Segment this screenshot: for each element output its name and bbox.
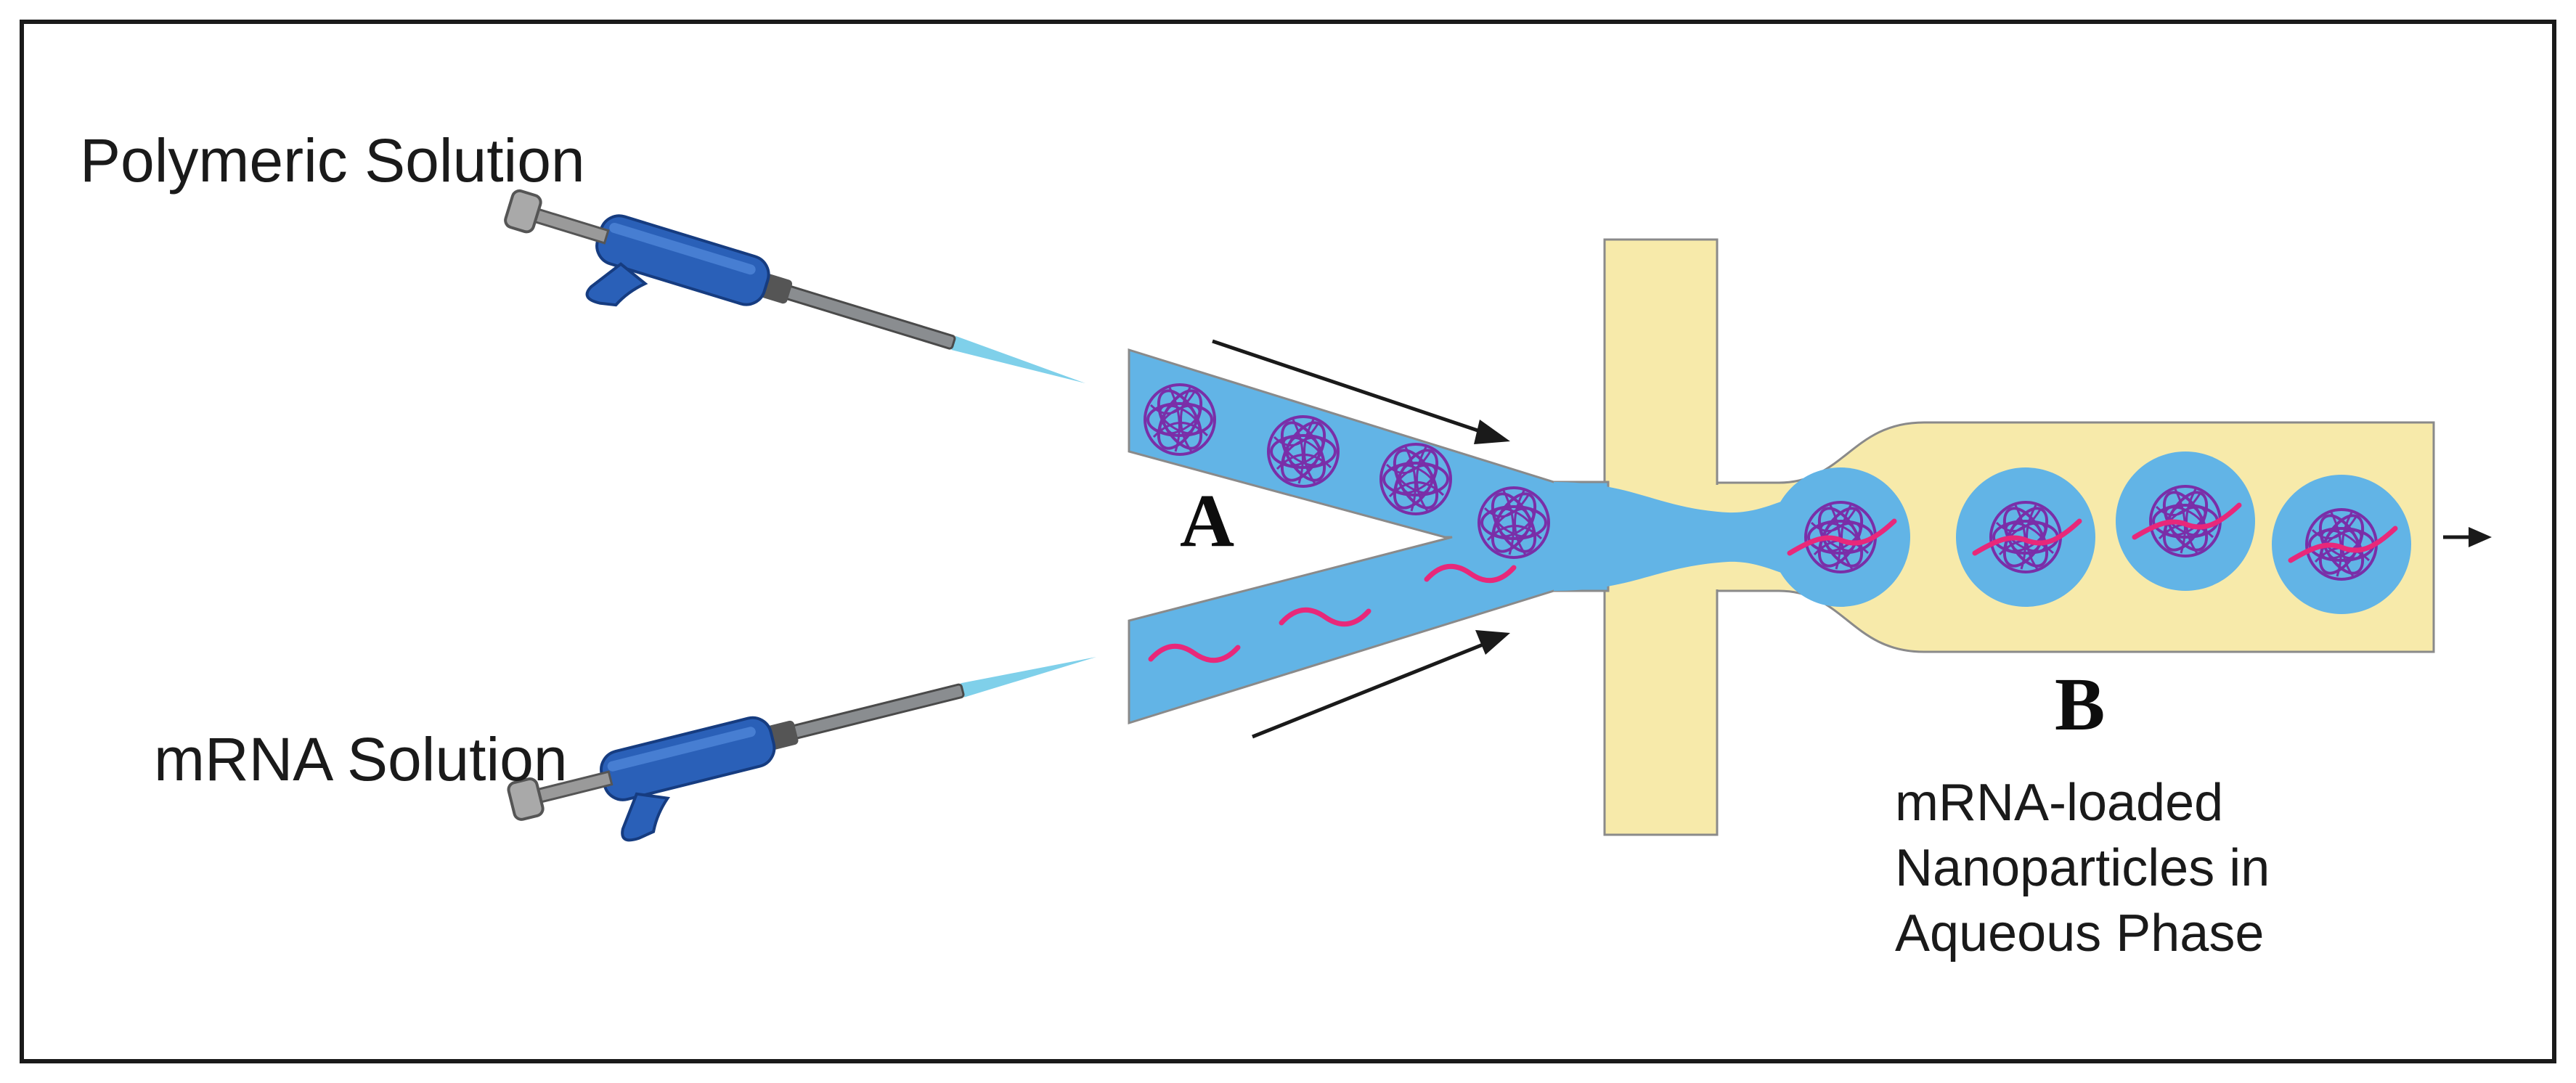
flow-arrow-lower <box>1252 630 1510 739</box>
organic-inlet-channels <box>1128 348 1610 725</box>
polymeric-solution-label: Polymeric Solution <box>80 126 585 195</box>
nanoparticle-icon <box>2272 475 2411 614</box>
output-label-line1: mRNA-loaded <box>1895 774 2223 832</box>
focused-stream <box>1554 482 1830 591</box>
flow-arrow-outlet <box>2443 527 2492 547</box>
point-a-label: A <box>1180 479 1234 563</box>
output-label-line2: Nanoparticles in <box>1895 839 2270 897</box>
nanoparticle-icon <box>2116 451 2255 591</box>
polymer-coil-icon <box>1144 382 1216 457</box>
output-label-line3: Aqueous Phase <box>1895 904 2264 963</box>
mrna-solution-label: mRNA Solution <box>154 725 568 793</box>
polymer-coil-icon <box>1267 414 1340 489</box>
polymer-coil-icon <box>1477 485 1550 560</box>
nanoparticle-icon <box>1771 467 1910 607</box>
nanoparticle-icon <box>1956 467 2095 607</box>
point-b-label: B <box>2055 663 2105 746</box>
polymer-coil-icon <box>1379 441 1452 517</box>
flow-arrow-upper <box>1212 339 1510 444</box>
